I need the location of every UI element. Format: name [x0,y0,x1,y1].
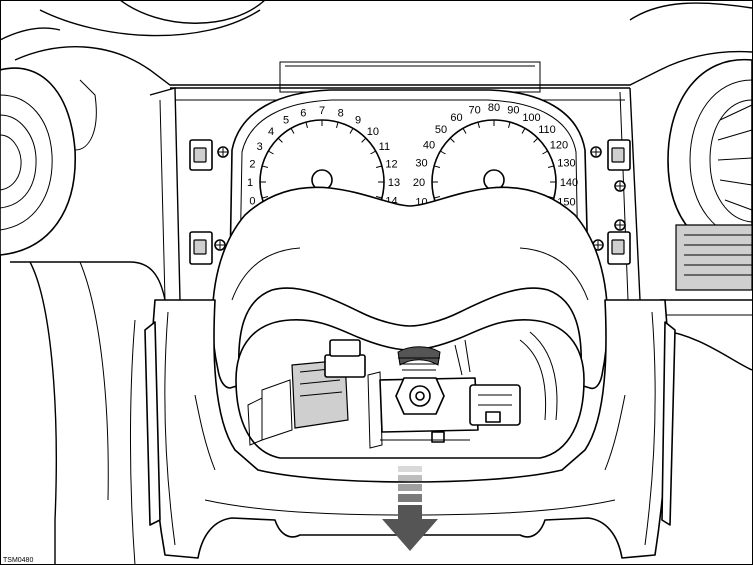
arrow-down-icon [382,466,438,551]
gauge-tick-mark [547,165,555,168]
gauge-tick-mark [521,128,526,134]
gauge-tick-mark [440,150,446,155]
gauge-tick-label: 40 [423,140,435,152]
right-air-vent [667,58,753,259]
gauge-tick-label: 10 [367,126,379,138]
gauge-tick-label: 130 [557,158,575,170]
gauge-tick-mark [290,128,295,134]
gauge-tick-label: 110 [538,124,556,136]
gauge-tick-mark [277,137,283,143]
gauge-tick-label: 7 [319,105,325,117]
gauge-tick-label: 5 [283,115,289,127]
steering-shaft-nut [395,377,445,415]
gauge-tick-mark [542,150,548,155]
screw-icon [614,180,626,192]
screw-icon [214,239,226,251]
gauge-tick-label: 100 [522,112,540,124]
left-dash-panel [10,87,181,565]
gauge-tick-mark [433,196,441,199]
screw-icon [590,146,602,158]
upper-column-shroud [211,186,609,390]
gauge-tick-label: 120 [550,140,568,152]
gauge-tick-mark [477,121,480,129]
left-air-vent [0,67,97,256]
gauge-tick-label: 30 [415,158,427,170]
gauge-tick-label: 90 [507,105,519,117]
gauge-tick-label: 0 [249,196,255,208]
gauge-tick-label: 140 [560,177,578,189]
gauge-tick-label: 12 [385,158,397,170]
gauge-tick-label: 1 [247,177,253,189]
figure-reference-code: TSM0480 [3,557,33,564]
gauge-tick-label: 70 [468,105,480,117]
gauge-tick-mark [375,196,383,199]
gauge-tick-mark [370,150,376,155]
gauge-tick-mark [375,165,383,168]
dashboard-top [0,0,753,101]
gauge-tick-mark [336,121,339,129]
gauge-tick-label: 60 [450,112,462,124]
steering-shaft-spring [397,346,441,371]
lower-column-shroud[interactable] [144,299,676,559]
gauge-tick-mark [449,137,455,143]
screw-icon [614,219,626,231]
gauge-tick-label: 6 [300,107,306,119]
gauge-tick-mark [533,137,539,143]
gauge-tick-mark [261,196,269,199]
gauge-tick-label: 13 [388,177,400,189]
column-internals [235,319,585,459]
gauge-tick-mark [361,137,367,143]
gauge-tick-mark [349,128,354,134]
gauge-tick-mark [433,165,441,168]
gauge-tick-mark [261,165,269,168]
gauge-tick-mark [305,121,308,129]
gauge-tick-label: 4 [268,126,274,138]
cluster-surround [189,139,631,265]
gauge-tick-label: 9 [355,115,361,127]
gauge-tick-mark [268,150,274,155]
gauge-tick-label: 11 [379,141,390,153]
gauge-tick-label: 3 [257,141,263,153]
screw-icon [217,146,229,158]
gauge-tick-mark [508,121,511,129]
gauge-tick-label: 50 [435,124,447,136]
gauge-tick-label: 20 [413,177,425,189]
gauge-tick-label: 2 [249,158,255,170]
gauge-tick-label: 80 [488,102,500,114]
gauge-tick-label: 8 [338,107,344,119]
gauge-tick-mark [462,128,467,134]
